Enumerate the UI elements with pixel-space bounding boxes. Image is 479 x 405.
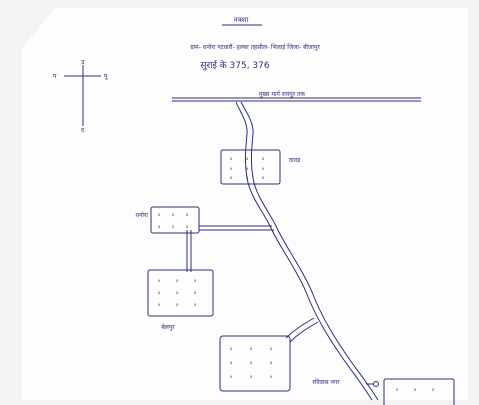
svg-text:x: x <box>250 346 253 351</box>
paper <box>22 8 468 400</box>
settlement-5-box <box>383 378 455 405</box>
main-road: मुख्य मार्ग रायपुर तक <box>172 90 421 102</box>
svg-text:x: x <box>158 278 161 283</box>
settlement-4: x x x x x x x x x <box>219 335 291 392</box>
compass: उ द पू प <box>53 59 108 134</box>
compass-west: प <box>53 73 57 80</box>
compass-south: द <box>81 127 85 134</box>
svg-text:x: x <box>270 374 273 379</box>
compass-east: पू <box>104 73 108 80</box>
svg-text:x: x <box>250 360 253 365</box>
svg-text:x: x <box>194 302 197 307</box>
settlement-5: x x x रविदास नगर <box>312 378 455 405</box>
main-road-label: मुख्य मार्ग रायपुर तक <box>259 90 306 98</box>
svg-text:x: x <box>186 224 189 229</box>
settlement-5-label: रविदास नगर <box>312 378 340 386</box>
settlement-1-label: दावड़ <box>289 157 301 164</box>
svg-text:x: x <box>270 360 273 365</box>
svg-text:x: x <box>158 212 161 217</box>
settlement-2: x x x x x x धनोरा <box>135 206 200 234</box>
svg-text:x: x <box>246 156 249 161</box>
survey-number: सुराई के 375, 376 <box>200 59 270 71</box>
svg-text:x: x <box>194 278 197 283</box>
svg-text:x: x <box>194 290 197 295</box>
svg-text:x: x <box>230 360 233 365</box>
svg-text:x: x <box>158 290 161 295</box>
svg-text:x: x <box>246 175 249 180</box>
svg-text:x: x <box>176 302 179 307</box>
settlement-3-box <box>147 269 214 317</box>
map-subtitle: ग्राम- धनोरा पटवारी- हल्का तहसील- भिलाई … <box>190 43 320 51</box>
settlement-4-box <box>219 335 291 392</box>
svg-text:x: x <box>158 224 161 229</box>
settlement-2-label: धनोरा <box>135 211 148 219</box>
svg-text:x: x <box>172 212 175 217</box>
svg-text:x: x <box>172 224 175 229</box>
svg-text:x: x <box>262 175 265 180</box>
svg-text:x: x <box>250 374 253 379</box>
settlement-5-marker <box>373 381 379 387</box>
svg-text:x: x <box>176 290 179 295</box>
svg-text:x: x <box>176 278 179 283</box>
settlement-1-box <box>220 149 281 185</box>
svg-text:x: x <box>230 166 233 171</box>
map-title: नक्शा <box>234 16 249 24</box>
svg-text:x: x <box>432 387 435 392</box>
svg-text:x: x <box>270 346 273 351</box>
svg-text:x: x <box>396 387 399 392</box>
svg-text:x: x <box>262 156 265 161</box>
svg-text:x: x <box>262 166 265 171</box>
svg-text:x: x <box>158 302 161 307</box>
svg-text:x: x <box>230 156 233 161</box>
svg-text:x: x <box>230 346 233 351</box>
settlement-3: x x x x x x x x x बेलपुर <box>147 269 214 331</box>
compass-north: उ <box>81 59 85 66</box>
svg-text:x: x <box>414 387 417 392</box>
settlement-2-box <box>150 206 200 234</box>
settlement-3-label: बेलपुर <box>161 323 175 331</box>
svg-text:x: x <box>246 166 249 171</box>
svg-text:x: x <box>230 374 233 379</box>
svg-text:x: x <box>186 212 189 217</box>
svg-text:x: x <box>230 175 233 180</box>
